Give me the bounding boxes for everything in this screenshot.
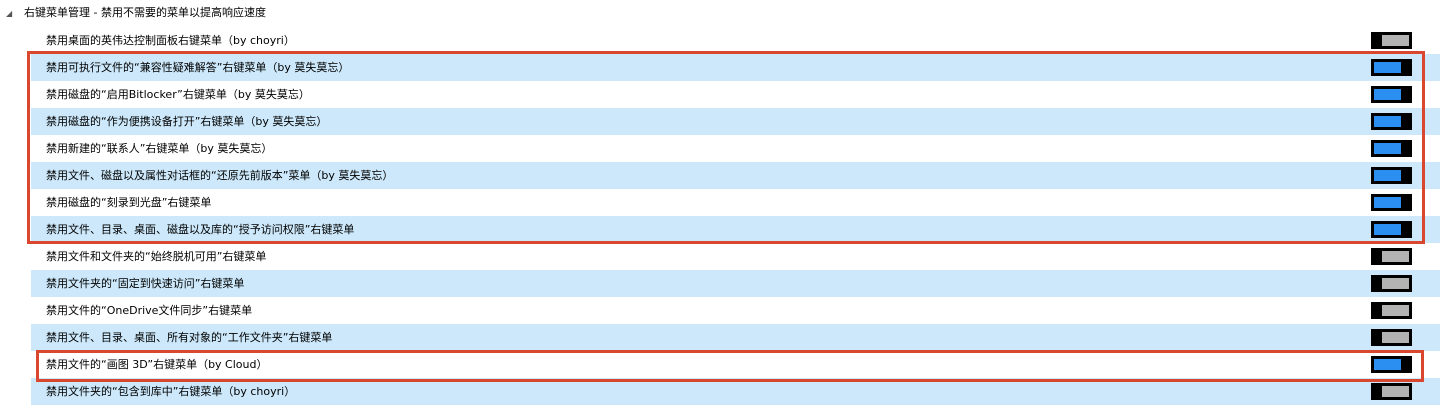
section-title: 右键菜单管理 - 禁用不需要的菜单以提高响应速度 <box>24 6 266 19</box>
triangle-collapse-icon[interactable]: ◢ <box>6 9 13 18</box>
toggle-switch[interactable] <box>1371 59 1412 76</box>
toggle-switch[interactable] <box>1371 302 1412 319</box>
toggle-track <box>1374 197 1401 208</box>
toggle-track <box>1374 170 1401 181</box>
toggle-knob <box>1402 168 1411 183</box>
toggle-switch[interactable] <box>1371 383 1412 400</box>
toggle-knob <box>1402 195 1411 210</box>
option-label: 禁用文件、磁盘以及属性对话框的“还原先前版本”菜单（by 莫失莫忘） <box>46 169 394 182</box>
option-label: 禁用磁盘的“作为便携设备打开”右键菜单（by 莫失莫忘） <box>46 115 328 128</box>
option-label: 禁用文件和文件夹的“始终脱机可用”右键菜单 <box>46 250 267 263</box>
toggle-switch[interactable] <box>1371 113 1412 130</box>
row-background <box>31 378 1440 405</box>
menu-option-list: 禁用桌面的英伟达控制面板右键菜单（by choyri） 禁用可执行文件的“兼容性疑… <box>0 27 1440 405</box>
list-item: 禁用文件夹的“固定到快速访问”右键菜单 <box>0 270 1440 297</box>
toggle-knob <box>1372 384 1381 399</box>
list-item: 禁用文件和文件夹的“始终脱机可用”右键菜单 <box>0 243 1440 270</box>
toggle-track <box>1382 305 1409 316</box>
toggle-switch[interactable] <box>1371 32 1412 49</box>
toggle-track <box>1382 251 1409 262</box>
list-item: 禁用可执行文件的“兼容性疑难解答”右键菜单（by 莫失莫忘） <box>0 54 1440 81</box>
toggle-track <box>1374 143 1401 154</box>
option-label: 禁用文件夹的“包含到库中”右键菜单（by choyri） <box>46 385 296 398</box>
toggle-switch[interactable] <box>1371 275 1412 292</box>
row-background <box>31 108 1440 135</box>
toggle-switch[interactable] <box>1371 356 1412 373</box>
toggle-knob <box>1372 303 1381 318</box>
option-label: 禁用文件、目录、桌面、磁盘以及库的“授予访问权限”右键菜单 <box>46 223 355 236</box>
row-background <box>31 54 1440 81</box>
option-label: 禁用文件夹的“固定到快速访问”右键菜单 <box>46 277 245 290</box>
list-item: 禁用磁盘的“作为便携设备打开”右键菜单（by 莫失莫忘） <box>0 108 1440 135</box>
toggle-track <box>1382 386 1409 397</box>
row-background <box>31 162 1440 189</box>
toggle-switch[interactable] <box>1371 194 1412 211</box>
toggle-switch[interactable] <box>1371 140 1412 157</box>
list-item: 禁用文件、目录、桌面、磁盘以及库的“授予访问权限”右键菜单 <box>0 216 1440 243</box>
toggle-switch[interactable] <box>1371 221 1412 238</box>
row-background <box>31 324 1440 351</box>
list-item: 禁用磁盘的“启用Bitlocker”右键菜单（by 莫失莫忘） <box>0 81 1440 108</box>
toggle-track <box>1382 278 1409 289</box>
toggle-track <box>1374 89 1401 100</box>
option-label: 禁用可执行文件的“兼容性疑难解答”右键菜单（by 莫失莫忘） <box>46 61 350 74</box>
list-item: 禁用新建的“联系人”右键菜单（by 莫失莫忘） <box>0 135 1440 162</box>
toggle-knob <box>1402 357 1411 372</box>
section-header[interactable]: ◢ 右键菜单管理 - 禁用不需要的菜单以提高响应速度 <box>0 0 1440 27</box>
toggle-track <box>1382 332 1409 343</box>
option-label: 禁用磁盘的“启用Bitlocker”右键菜单（by 莫失莫忘） <box>46 88 310 101</box>
toggle-track <box>1374 116 1401 127</box>
toggle-knob <box>1372 330 1381 345</box>
list-item: 禁用文件夹的“包含到库中”右键菜单（by choyri） <box>0 378 1440 405</box>
toggle-track <box>1382 35 1409 46</box>
list-item: 禁用文件、目录、桌面、所有对象的“工作文件夹”右键菜单 <box>0 324 1440 351</box>
option-label: 禁用磁盘的“刻录到光盘”右键菜单 <box>46 196 212 209</box>
toggle-knob <box>1372 33 1381 48</box>
toggle-switch[interactable] <box>1371 329 1412 346</box>
toggle-knob <box>1402 141 1411 156</box>
toggle-track <box>1374 224 1401 235</box>
toggle-knob <box>1402 114 1411 129</box>
toggle-switch[interactable] <box>1371 167 1412 184</box>
row-background <box>31 270 1440 297</box>
option-label: 禁用文件的“OneDrive文件同步”右键菜单 <box>46 304 253 317</box>
option-label: 禁用新建的“联系人”右键菜单（by 莫失莫忘） <box>46 142 273 155</box>
list-item: 禁用文件、磁盘以及属性对话框的“还原先前版本”菜单（by 莫失莫忘） <box>0 162 1440 189</box>
list-item: 禁用文件的“OneDrive文件同步”右键菜单 <box>0 297 1440 324</box>
list-item: 禁用磁盘的“刻录到光盘”右键菜单 <box>0 189 1440 216</box>
toggle-track <box>1374 62 1401 73</box>
row-background <box>31 216 1440 243</box>
toggle-switch[interactable] <box>1371 86 1412 103</box>
option-label: 禁用桌面的英伟达控制面板右键菜单（by choyri） <box>46 34 295 47</box>
toggle-knob <box>1402 87 1411 102</box>
toggle-knob <box>1402 60 1411 75</box>
toggle-switch[interactable] <box>1371 248 1412 265</box>
toggle-track <box>1374 359 1401 370</box>
option-label: 禁用文件的“画图 3D”右键菜单（by Cloud） <box>46 358 268 371</box>
toggle-knob <box>1372 249 1381 264</box>
option-label: 禁用文件、目录、桌面、所有对象的“工作文件夹”右键菜单 <box>46 331 333 344</box>
list-item: 禁用桌面的英伟达控制面板右键菜单（by choyri） <box>0 27 1440 54</box>
toggle-knob <box>1402 222 1411 237</box>
toggle-knob <box>1372 276 1381 291</box>
list-item: 禁用文件的“画图 3D”右键菜单（by Cloud） <box>0 351 1440 378</box>
row-background <box>31 189 1440 216</box>
